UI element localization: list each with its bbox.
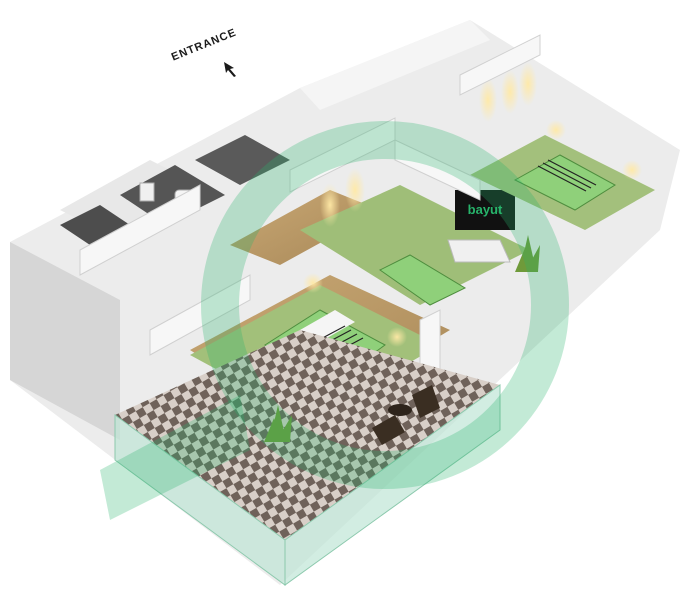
bed-3-stripes (537, 159, 597, 192)
bed-2 (379, 254, 467, 306)
arrow-down-icon (224, 62, 236, 77)
balcony-chair-2 (412, 385, 440, 418)
plant-bedroom-2 (515, 235, 540, 272)
bathroom-floor (120, 165, 225, 225)
bed-3 (513, 154, 616, 211)
tv-console (447, 239, 511, 263)
tv-brand: bayut (468, 202, 503, 217)
bedroom-2: bayut (300, 168, 540, 306)
laundry-floor (60, 205, 130, 245)
partition-walls (79, 34, 541, 391)
plant-balcony (264, 405, 292, 442)
balcony-chair-1 (372, 415, 405, 445)
bayut-logo-watermark (100, 121, 569, 520)
bedroom-3 (470, 62, 655, 230)
shower-floor (195, 135, 290, 185)
toilet-icon (139, 182, 155, 202)
tv-screen (455, 190, 515, 230)
balcony-table (388, 404, 412, 416)
balcony (114, 330, 501, 586)
